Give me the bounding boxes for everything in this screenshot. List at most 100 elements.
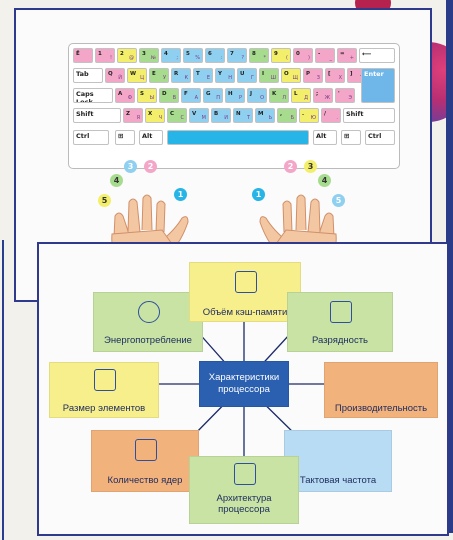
key-win-left[interactable]: ⊞: [115, 130, 135, 145]
key-9[interactable]: 9(: [271, 48, 291, 63]
node-power: Энергопотребление: [93, 292, 203, 352]
node-center: Характеристики процессора: [199, 361, 289, 407]
key-2-label: 2: [120, 51, 124, 57]
key-row2-2-alt-label: У: [162, 75, 166, 81]
key-row3-5-alt-label: Р: [238, 95, 242, 101]
node-perf: Производительность: [324, 362, 438, 418]
key-ctrl-right[interactable]: Ctrl: [365, 130, 395, 145]
key-capslock[interactable]: Caps Lock: [73, 88, 113, 103]
key-row2-0-alt-label: Й: [118, 75, 122, 81]
node-cores-label: Количество ядер: [107, 475, 183, 486]
node-size-label: Размер элементов: [62, 403, 146, 414]
key-9-label: 9: [274, 51, 278, 57]
key-3-alt-label: №: [150, 55, 156, 61]
key-row3-9[interactable]: ;Ж: [313, 88, 333, 103]
key-row4-0-label: Z: [126, 111, 130, 117]
processor-diagram-panel: Энергопотребление Объём кэш-памяти Разря…: [37, 242, 449, 536]
key-backspace[interactable]: ⟵: [359, 48, 395, 63]
key-row4-4-label: B: [214, 111, 219, 117]
key-row3-10-label: ': [338, 91, 340, 97]
key-tab[interactable]: Tab: [73, 68, 103, 83]
code-icon: [234, 463, 256, 485]
key-row4-9[interactable]: /.: [321, 108, 341, 123]
key-7[interactable]: 7?: [227, 48, 247, 63]
key-11[interactable]: -_: [315, 48, 335, 63]
key-alt-left[interactable]: Alt: [139, 130, 163, 145]
key-space[interactable]: [167, 130, 309, 145]
key-row2-5-label: Y: [218, 71, 222, 77]
key-tab-label: Tab: [76, 70, 89, 78]
key-row4-8[interactable]: .Ю: [299, 108, 319, 123]
key-5[interactable]: 5%: [183, 48, 203, 63]
key-ctrl-left[interactable]: Ctrl: [73, 130, 109, 145]
key-row4-9-alt-label: .: [336, 115, 338, 121]
node-bits-label: Разрядность: [312, 335, 368, 346]
key-8[interactable]: 8*: [249, 48, 269, 63]
key-row2-10[interactable]: [Х: [325, 68, 345, 83]
key-row4-0-alt-label: Я: [136, 115, 140, 121]
left-finger-1: 1: [174, 188, 187, 201]
key-10[interactable]: 0): [293, 48, 313, 63]
key-1-alt-label: !: [109, 55, 112, 61]
key-row2-1-alt-label: Ц: [140, 75, 144, 81]
key-win-right-label: ⊞: [344, 132, 350, 140]
right-finger-4: 4: [318, 174, 331, 187]
key-row4-4-alt-label: И: [224, 115, 228, 121]
key-5-label: 5: [186, 51, 190, 57]
key-win-right[interactable]: ⊞: [341, 130, 361, 145]
key-shift-right[interactable]: Shift: [343, 108, 395, 123]
node-cache: Объём кэш-памяти: [189, 262, 301, 322]
key-2[interactable]: 2@: [117, 48, 137, 63]
key-row3-10[interactable]: 'Э: [335, 88, 355, 103]
key-12[interactable]: =+: [337, 48, 357, 63]
gauge-icon: [371, 369, 393, 391]
key-1[interactable]: 1!: [95, 48, 115, 63]
key-0[interactable]: Ё: [73, 48, 93, 63]
key-enter[interactable]: Enter: [361, 68, 395, 103]
left-finger-3: 3: [124, 160, 137, 173]
key-row4-6-alt-label: Ь: [268, 115, 272, 121]
key-4[interactable]: 4;: [161, 48, 181, 63]
key-2-alt-label: @: [129, 55, 134, 61]
key-0-label: Ё: [76, 51, 80, 57]
key-row2-3-label: R: [174, 71, 179, 77]
key-alt-right[interactable]: Alt: [313, 130, 337, 145]
key-row4-7[interactable]: ,Б: [277, 108, 297, 123]
key-ctrl-left-label: Ctrl: [76, 132, 90, 140]
key-row3-3-alt-label: А: [194, 95, 198, 101]
key-shift-left[interactable]: Shift: [73, 108, 121, 123]
key-4-label: 4: [164, 51, 168, 57]
key-6[interactable]: 6:: [205, 48, 225, 63]
key-row3-8-label: L: [294, 91, 298, 97]
key-shift-left-label: Shift: [76, 110, 94, 118]
key-enter-label: Enter: [364, 70, 384, 78]
key-row4-5-label: N: [236, 111, 241, 117]
